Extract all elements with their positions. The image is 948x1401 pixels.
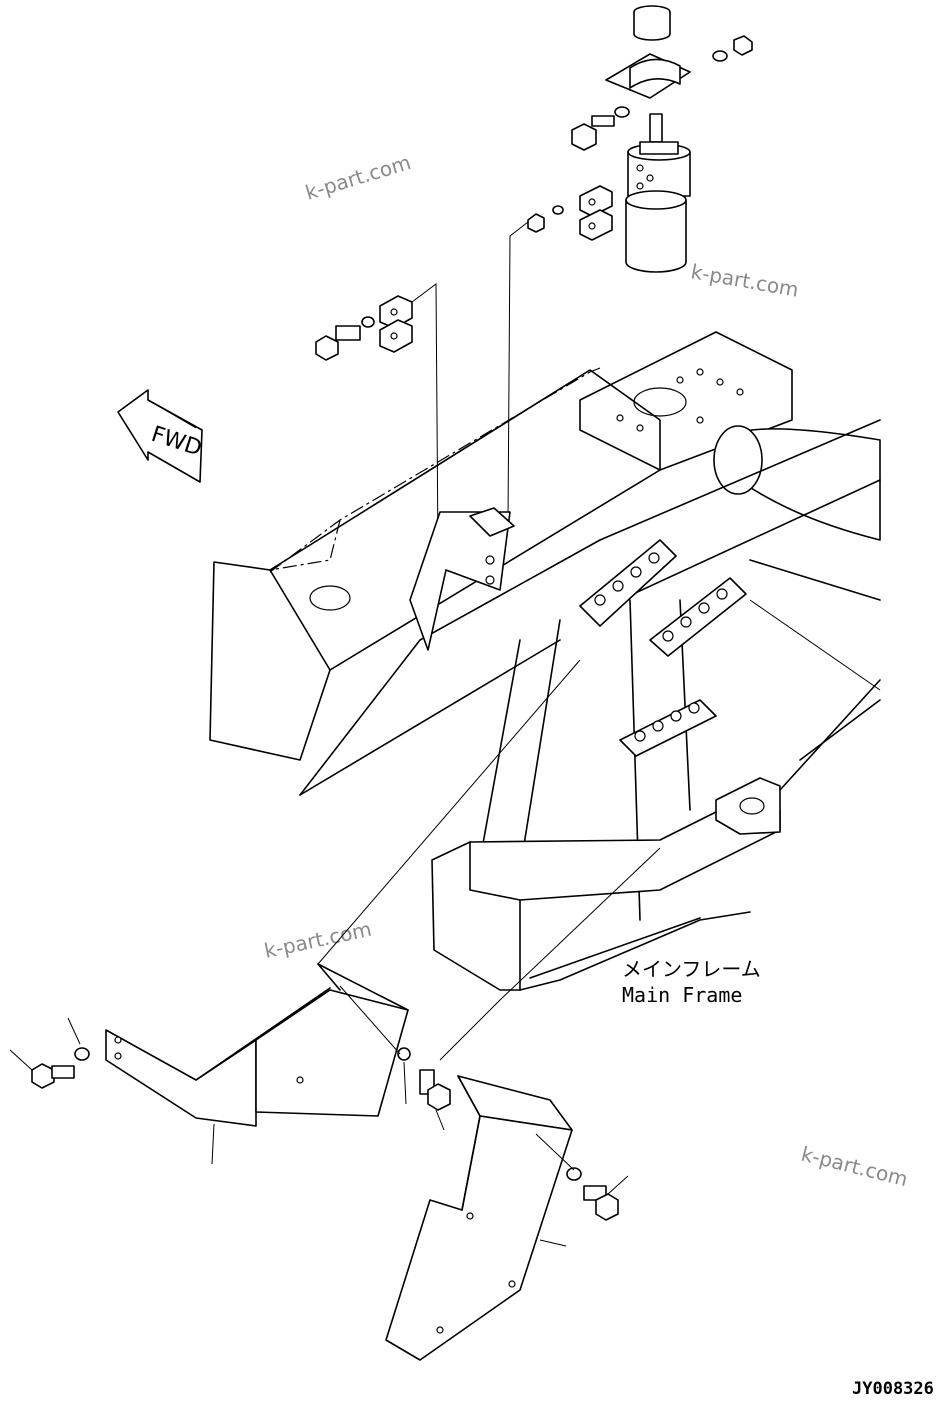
drawing-code: JY008326	[852, 1379, 934, 1399]
watermark-2: k-part.com	[689, 259, 800, 302]
frame-label-jp: メインフレーム	[622, 957, 761, 981]
frame-label-en: Main Frame	[622, 983, 742, 1007]
filter-assembly	[527, 5, 753, 273]
main-frame	[209, 331, 881, 991]
watermark-3: k-part.com	[262, 917, 374, 963]
cover-outline	[269, 367, 601, 573]
fwd-label: FWD	[148, 422, 205, 462]
watermark-1: k-part.com	[302, 150, 413, 205]
fwd-arrow-icon: FWD	[117, 389, 205, 483]
lower-right-cover	[385, 847, 661, 1361]
lower-left-cover	[9, 963, 451, 1165]
watermark-4: k-part.com	[799, 1142, 910, 1192]
mounting-plates	[309, 507, 747, 757]
bracket-bolt-set	[315, 283, 439, 553]
